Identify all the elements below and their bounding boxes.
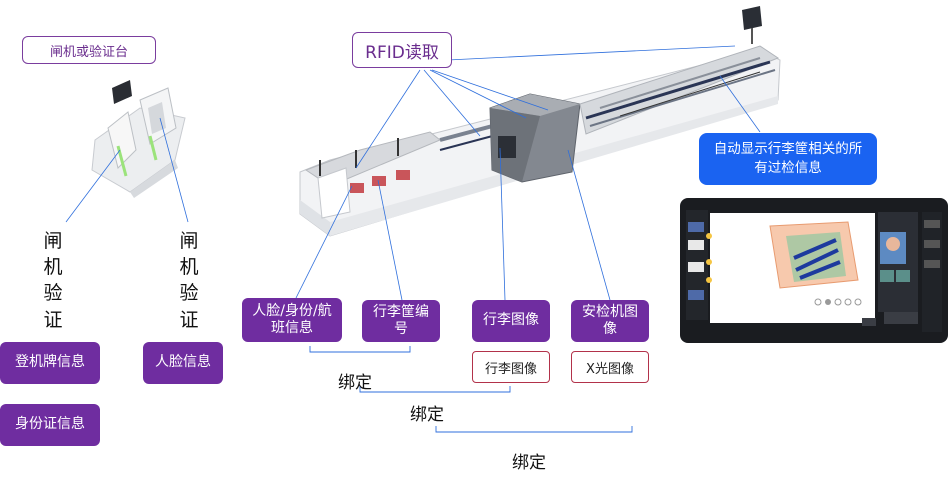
gate-machine-illustration (91, 80, 186, 198)
rfid-label-box: RFID读取 (352, 32, 452, 68)
baggage-image-thumb-box: 行李图像 (472, 351, 550, 383)
baggage-image-text: 行李图像 (483, 312, 539, 329)
inspection-screen-illustration (680, 198, 948, 343)
gate-verification-label-left: 闸机验证 (43, 230, 63, 331)
gate-title: 闸机或验证台 (49, 44, 128, 60)
bind-label-2: 绑定 (410, 405, 444, 425)
face-id-flight-info-box: 人脸/身份/航班信息 (242, 298, 342, 342)
xray-image-box: X光图像 (571, 351, 649, 383)
baggage-image-thumb-text: 行李图像 (484, 361, 537, 377)
id-card-info-box: 身份证信息 (0, 404, 100, 446)
auto-display-info-text: 自动显示行李筐相关的所有过检信息 (713, 141, 863, 176)
face-id-flight-info-text: 人脸/身份/航班信息 (252, 302, 332, 337)
baggage-image-box: 行李图像 (472, 300, 550, 342)
security-machine-image-text: 安检机图像 (582, 303, 638, 338)
gate-verification-label-right: 闸机验证 (179, 230, 199, 331)
boarding-pass-info-text: 登机牌信息 (15, 354, 85, 371)
bind-label-1: 绑定 (338, 373, 372, 393)
conveyor-system-illustration (299, 6, 781, 237)
rfid-label: RFID读取 (365, 42, 439, 63)
boarding-pass-info-box: 登机牌信息 (0, 342, 100, 384)
face-info-text: 人脸信息 (155, 354, 211, 371)
gate-title-box: 闸机或验证台 (22, 36, 156, 64)
auto-display-info-box: 自动显示行李筐相关的所有过检信息 (699, 133, 877, 185)
basket-number-box: 行李筐编号 (362, 300, 440, 342)
bind-label-3: 绑定 (512, 453, 546, 473)
id-card-info-text: 身份证信息 (15, 416, 85, 433)
xray-image-text: X光图像 (586, 361, 634, 377)
basket-number-text: 行李筐编号 (373, 303, 429, 338)
face-info-box: 人脸信息 (143, 342, 223, 384)
security-machine-image-box: 安检机图像 (571, 300, 649, 342)
